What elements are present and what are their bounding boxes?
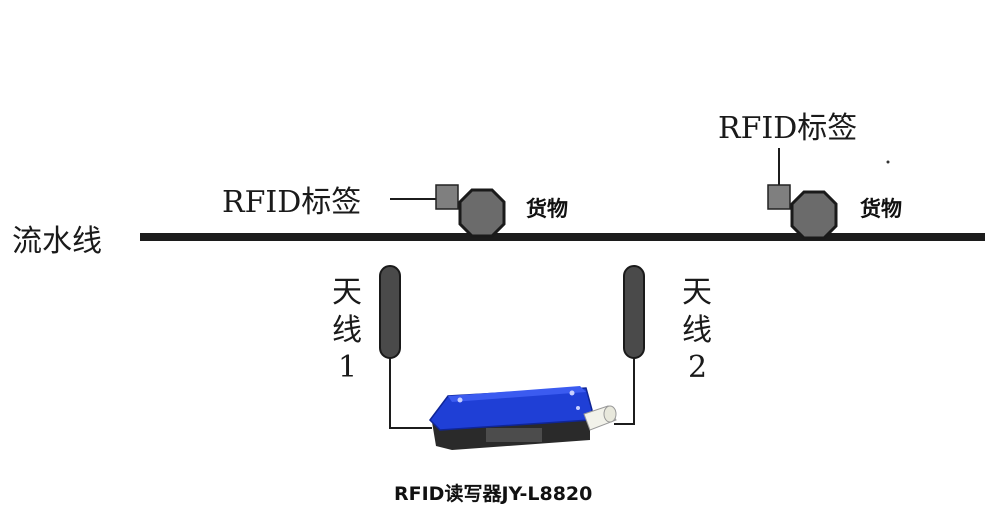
rfid-tag-label-2: RFID标签 [718,111,857,146]
antenna-1-char-2: 线 [332,313,362,348]
rfid-tag-1 [435,184,459,210]
rfid-reader [429,386,617,450]
antenna-1-char-1: 天 [332,275,362,310]
reader-label-plate [486,428,542,442]
antenna-1-number: 1 [338,350,357,385]
reader-screw-1 [457,397,463,403]
reader-screw-3 [576,406,580,410]
antenna-2-char-2: 线 [682,313,712,348]
rfid-tag-2 [767,184,791,210]
goods-2 [790,190,838,240]
conveyor-label: 流水线 [12,224,102,259]
antenna-2-char-1: 天 [682,275,712,310]
goods-label-2: 货物 [860,197,902,221]
reader-top-face [448,386,586,402]
stray-dot [886,160,890,164]
reader-caption: RFID读写器JY-L8820 [394,482,592,505]
antenna-2-number: 2 [688,350,707,385]
connector-cap [603,405,617,423]
rfid-tag-label-1: RFID标签 [222,185,361,220]
goods-1 [458,188,506,238]
antenna-2 [623,265,645,359]
cable-antenna-1 [389,358,432,429]
reader-screw-2 [569,390,575,396]
antenna-1 [379,265,401,359]
cable-antenna-2 [614,358,635,425]
goods-label-1: 货物 [526,197,568,221]
